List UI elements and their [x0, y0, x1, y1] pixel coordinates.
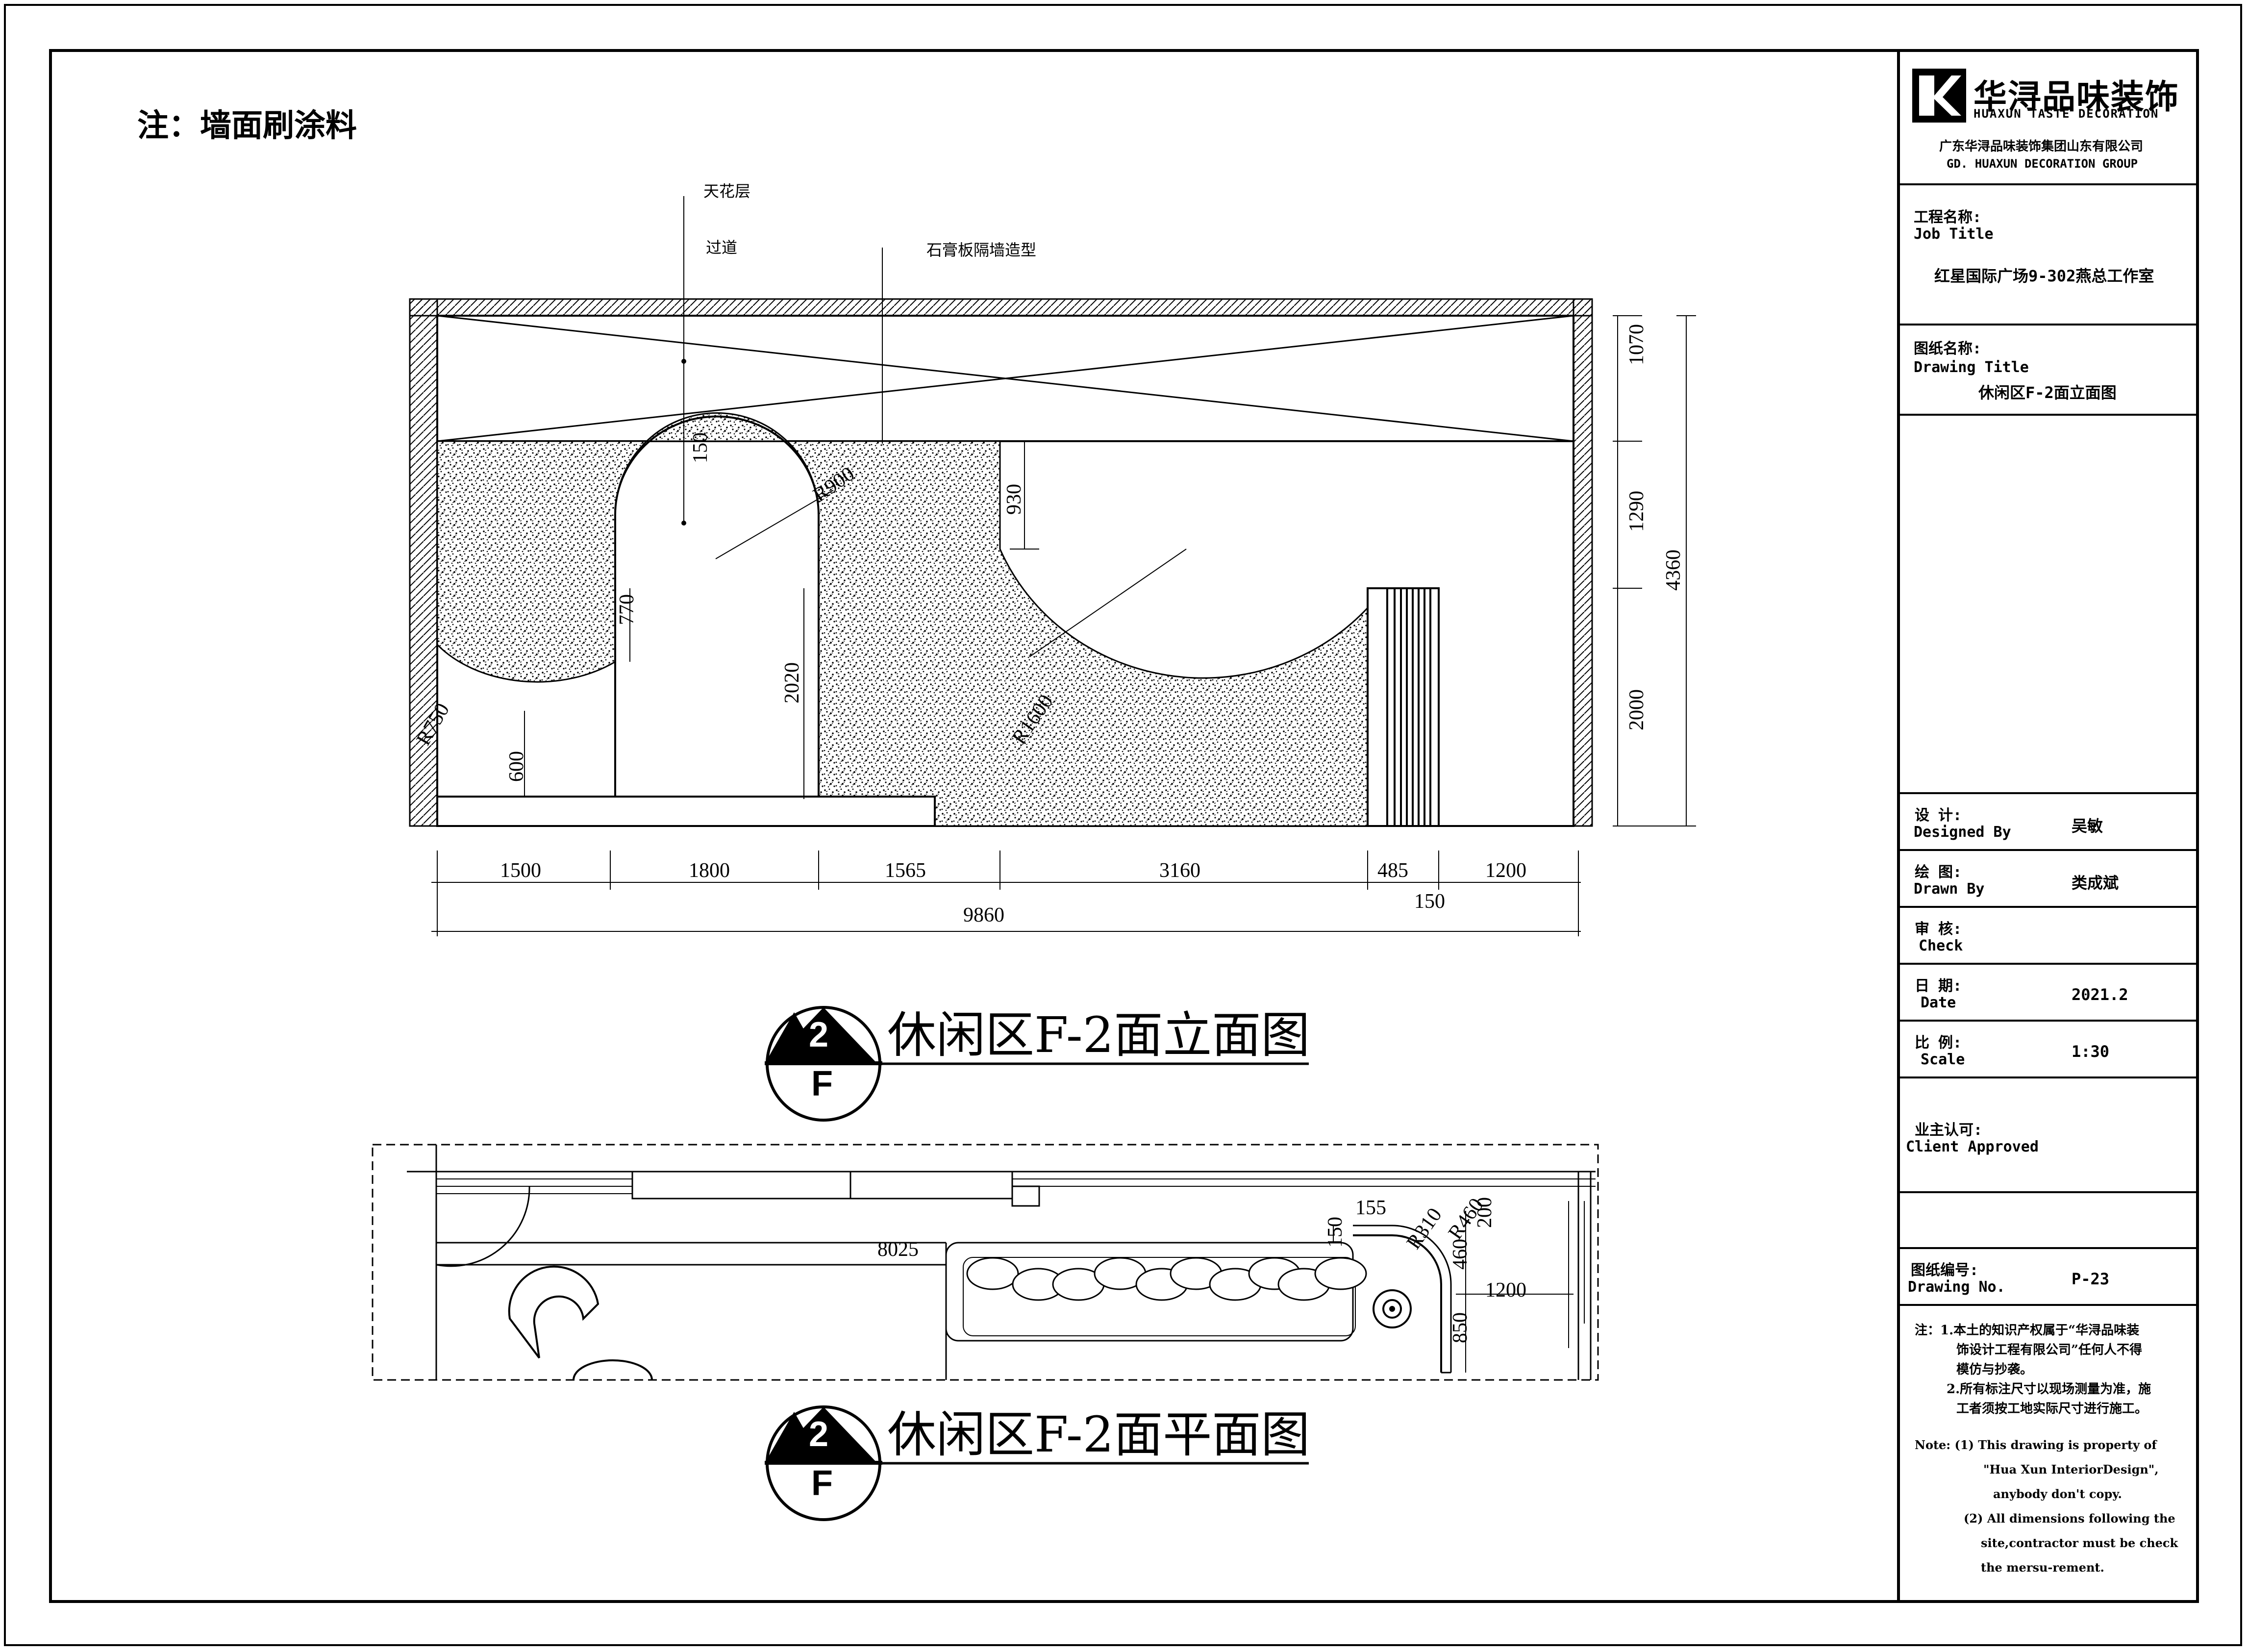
dim-1200: 1200 — [1485, 859, 1526, 882]
designed-label-en: Designed By — [1914, 824, 2011, 841]
tb-date: 日 期: Date 2021.2 — [1900, 965, 2199, 1022]
outer-frame — [4, 4, 2242, 1646]
check-label-cn: 审 核: — [1915, 921, 1962, 938]
designed-label-cn: 设 计: — [1915, 807, 1962, 824]
tb-blank-area — [1900, 416, 2199, 794]
tb-client-approved: 业主认可: Client Approved — [1900, 1078, 2199, 1193]
client-approved-label-cn: 业主认可: — [1915, 1122, 1983, 1139]
elevation-title: 休闲区F-2面立面图 — [887, 1006, 1310, 1064]
plan-marker-number: 2 — [809, 1415, 829, 1454]
designed-value: 吴敏 — [2072, 817, 2103, 835]
dim-1200-plan: 1200 — [1485, 1279, 1526, 1302]
date-label-en: Date — [1921, 994, 1956, 1011]
tb-designed-by: 设 计: Designed By 吴敏 — [1900, 794, 2199, 851]
date-value: 2021.2 — [2072, 985, 2128, 1004]
plan-title-marker — [765, 1405, 1309, 1521]
note-cn-line-3: 模仿与抄袭。 — [1956, 1362, 2033, 1377]
elevation-drawing — [409, 196, 1696, 936]
drawing-no-value: P-23 — [2072, 1270, 2110, 1288]
tb-job-title: 工程名称: Job Title 红星国际广场9-302燕总工作室 — [1900, 185, 2199, 325]
drawn-value: 类成斌 — [2072, 874, 2119, 892]
note-en-line-1: Note: (1) This drawing is property of — [1915, 1438, 2157, 1452]
company-logo-icon — [1912, 69, 1966, 123]
job-title-value: 红星国际广场9-302燕总工作室 — [1934, 267, 2154, 285]
scale-label-cn: 比 例: — [1915, 1034, 1962, 1051]
note-en-line-5: site,contractor must be check — [1981, 1536, 2178, 1550]
client-approved-label-en: Client Approved — [1906, 1138, 2039, 1155]
note-cn-line-5: 工者须按工地实际尺寸进行施工。 — [1956, 1402, 2148, 1416]
dim-9860-total: 9860 — [963, 904, 1004, 926]
drawing-title-value: 休闲区F-2面立面图 — [1978, 383, 2117, 402]
company-name-en: GD. HUAXUN DECORATION GROUP — [1947, 157, 2138, 171]
note-en-line-4: (2) All dimensions following the — [1964, 1511, 2175, 1526]
note-en-line-6: the mersu-rement. — [1981, 1560, 2104, 1575]
tb-drawn-by: 绘 图: Drawn By 类成斌 — [1900, 851, 2199, 908]
dim-200: 200 — [1474, 1197, 1496, 1228]
job-title-label-en: Job Title — [1914, 225, 1994, 243]
dim-2020: 2020 — [781, 662, 803, 703]
dim-1800: 1800 — [689, 859, 730, 882]
scale-value: 1:30 — [2072, 1042, 2110, 1061]
drawn-label-en: Drawn By — [1914, 880, 1985, 898]
dim-2000: 2000 — [1625, 689, 1648, 730]
dim-1500: 1500 — [500, 859, 541, 882]
company-logo-cn: 华浔品味装饰 — [1973, 78, 2180, 117]
dim-485: 485 — [1377, 859, 1408, 882]
note-en-line-3: anybody don't copy. — [1993, 1487, 2122, 1501]
dim-8025: 8025 — [877, 1238, 919, 1261]
scale-label-en: Scale — [1921, 1051, 1965, 1068]
dim-1290: 1290 — [1625, 491, 1648, 532]
date-label-cn: 日 期: — [1915, 977, 1962, 995]
wall-paint-note: 注：墙面刷涂料 — [137, 107, 357, 144]
dim-770: 770 — [616, 594, 638, 625]
elevation-marker-letter: F — [811, 1064, 833, 1103]
job-title-label-cn: 工程名称: — [1914, 209, 1982, 226]
plan-marker-letter: F — [811, 1464, 833, 1503]
dim-150-plan: 150 — [1324, 1217, 1347, 1248]
dim-1565: 1565 — [885, 859, 926, 882]
label-ceiling: 天花层 — [703, 182, 751, 200]
note-cn-line-1: 注：1.本土的知识产权属于“华浔品味装 — [1915, 1323, 2140, 1338]
plan-title: 休闲区F-2面平面图 — [887, 1406, 1310, 1463]
drawn-label-cn: 绘 图: — [1915, 864, 1962, 881]
title-block: 华浔品味装饰 HUAXUN TASTE DECORATION 广东华浔品味装饰集… — [1897, 49, 2199, 1603]
tb-drawing-no: 图纸编号: Drawing No. P-23 — [1900, 1249, 2199, 1306]
tb-scale: 比 例: Scale 1:30 — [1900, 1022, 2199, 1078]
tb-drawing-title: 图纸名称: Drawing Title 休闲区F-2面立面图 — [1900, 325, 2199, 416]
dim-600: 600 — [505, 751, 528, 782]
company-name-cn: 广东华浔品味装饰集团山东有限公司 — [1939, 139, 2144, 154]
elevation-marker-number: 2 — [809, 1015, 829, 1054]
elevation-title-marker — [765, 1006, 1309, 1122]
dim-155: 155 — [1355, 1197, 1386, 1219]
dim-850: 850 — [1449, 1312, 1472, 1343]
tb-blank-row — [1900, 1193, 2199, 1249]
note-cn-line-2: 饰设计工程有限公司”任何人不得 — [1956, 1343, 2142, 1357]
tb-notes: 注：1.本土的知识产权属于“华浔品味装 饰设计工程有限公司”任何人不得 模仿与抄… — [1900, 1306, 2199, 1603]
dim-150-bottom: 150 — [1414, 890, 1445, 913]
company-logo-en: HUAXUN TASTE DECORATION — [1973, 107, 2159, 121]
note-en-line-2: "Hua Xun InteriorDesign", — [1983, 1462, 2159, 1477]
label-gypsum-partition: 石膏板隔墙造型 — [926, 241, 1037, 259]
dim-150-elev: 150 — [689, 432, 712, 463]
tb-logo-section: 华浔品味装饰 HUAXUN TASTE DECORATION 广东华浔品味装饰集… — [1900, 49, 2199, 185]
dim-460: 460 — [1449, 1239, 1472, 1270]
drawing-no-label-cn: 图纸编号: — [1911, 1262, 1979, 1279]
drawing-no-label-en: Drawing No. — [1908, 1278, 2005, 1296]
note-cn-line-4: 2.所有标注尺寸以现场测量为准，施 — [1947, 1382, 2151, 1397]
dim-4360: 4360 — [1662, 550, 1685, 591]
dim-3160: 3160 — [1159, 859, 1200, 882]
tb-check: 审 核: Check — [1900, 908, 2199, 965]
plan-drawing — [372, 1144, 1599, 1381]
drawing-frame — [49, 49, 2199, 1603]
dim-930: 930 — [1003, 484, 1025, 515]
drawing-title-label-cn: 图纸名称: — [1914, 340, 1982, 357]
drawing-title-label-en: Drawing Title — [1914, 359, 2029, 376]
label-corridor: 过道 — [706, 238, 738, 257]
dim-1070: 1070 — [1625, 324, 1648, 365]
check-label-en: Check — [1919, 937, 1963, 954]
